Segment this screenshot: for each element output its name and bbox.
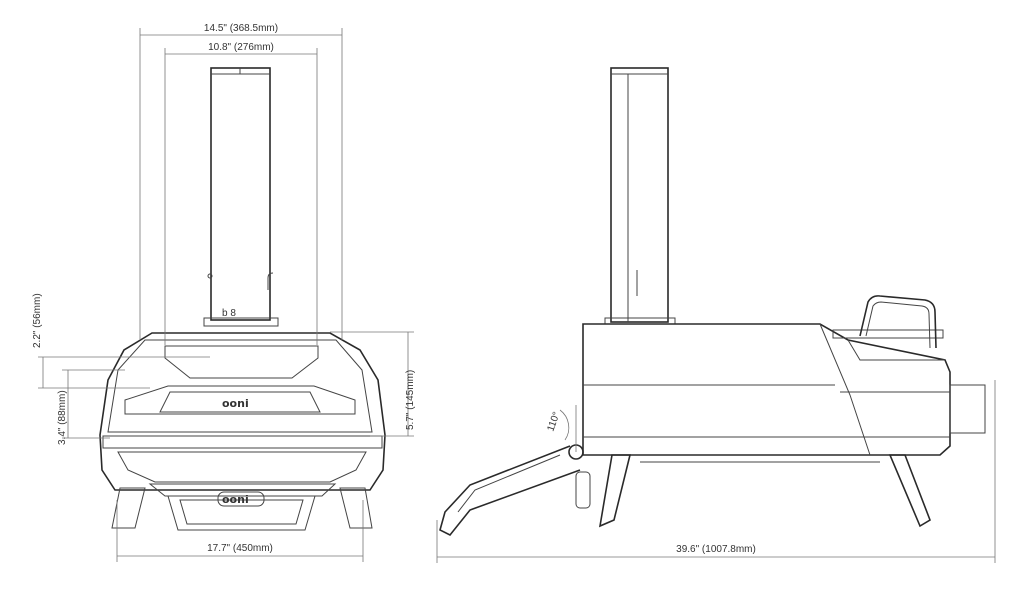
dim-opening-height: 3.4" (88mm) [57, 390, 68, 445]
dim-overall-width-top: 14.5" (368.5mm) [204, 23, 278, 34]
side-legs [598, 454, 931, 528]
side-chimney [604, 67, 676, 325]
dim-upper-height: 2.2" (56mm) [32, 293, 43, 348]
svg-text:ooni: ooni [222, 493, 249, 506]
side-view: 110° 39.6" (1007.8mm) [436, 67, 996, 563]
dim-overall-length: 39.6" (1007.8mm) [676, 544, 756, 555]
front-view: b 8 ooni ooni 14.5" (368.5mm) [32, 23, 416, 562]
dim-door-angle: 110° [545, 411, 562, 434]
front-logo: ooni [222, 397, 249, 410]
dim-chimney-span: 10.8" (276mm) [208, 42, 274, 53]
svg-text:b 8: b 8 [222, 308, 236, 319]
front-body: ooni ooni [99, 332, 386, 531]
dim-base-width: 17.7" (450mm) [207, 543, 273, 554]
side-body [582, 323, 986, 456]
dim-mouth-height: 5.7" (145mm) [405, 370, 416, 430]
side-door-open [439, 444, 591, 537]
front-dimension-lines: 14.5" (368.5mm) 10.8" (276mm) 2.2" (56mm… [32, 23, 416, 562]
side-handle [859, 295, 937, 349]
front-chimney: b 8 [203, 67, 279, 327]
